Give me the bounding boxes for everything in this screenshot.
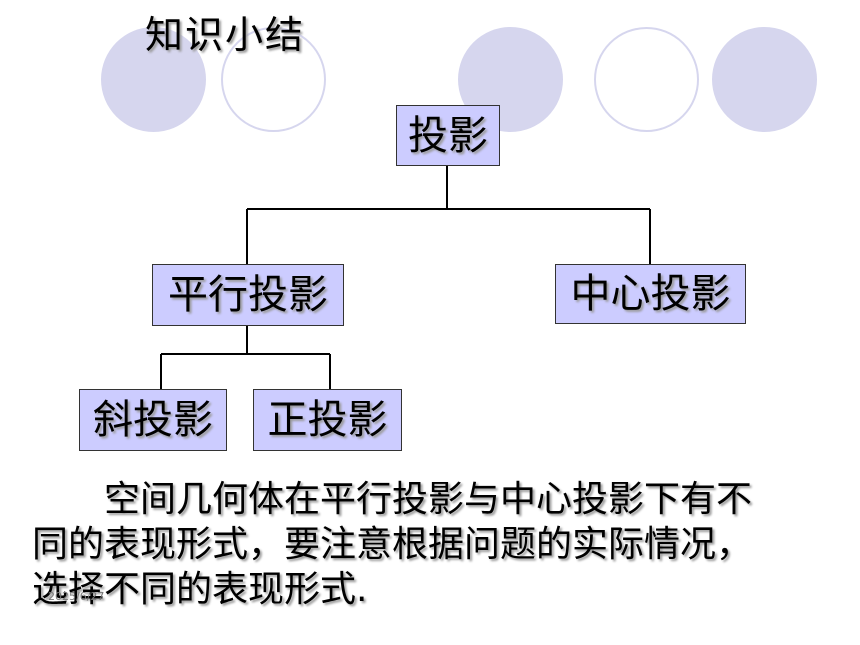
summary-line-3: 选择不同的表现形式. <box>32 569 368 610</box>
decor-circle-1 <box>101 27 206 132</box>
summary-text: 空间几何体在平行投影与中心投影下有不 同的表现形式，要注意根据问题的实际情况， … <box>32 477 822 612</box>
node-central-projection: 中心投影 <box>555 264 746 324</box>
decor-circle-2 <box>221 27 326 132</box>
decor-circle-4 <box>594 27 699 132</box>
summary-line-2: 同的表现形式，要注意根据问题的实际情况， <box>32 524 753 565</box>
slide-date: 2025/6/27 <box>48 590 105 603</box>
summary-line-1: 空间几何体在平行投影与中心投影下有不 <box>104 479 753 520</box>
decor-circle-5 <box>712 27 817 132</box>
slide-title: 知识小结 <box>145 13 306 57</box>
node-projection: 投影 <box>396 105 500 166</box>
node-orthographic-projection: 正投影 <box>253 389 402 451</box>
node-oblique-projection: 斜投影 <box>79 389 227 451</box>
node-parallel-projection: 平行投影 <box>152 264 344 326</box>
